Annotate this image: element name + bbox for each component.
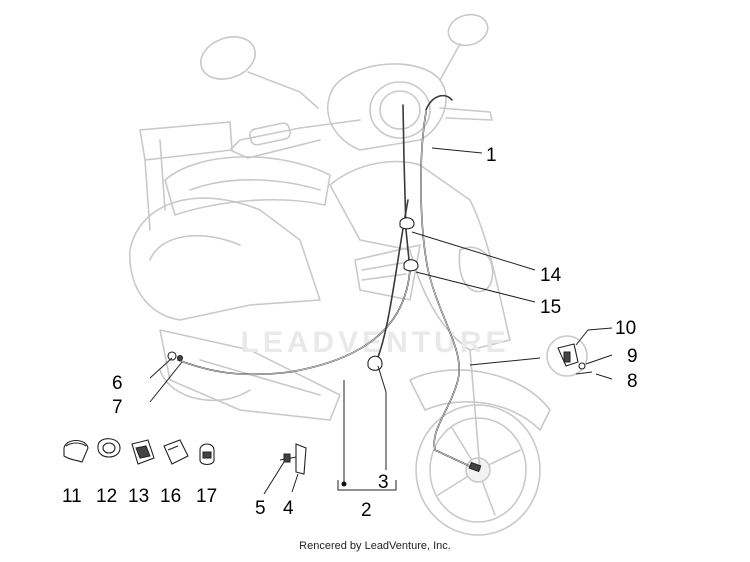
callout-15: 15 (540, 297, 561, 318)
scooter-outline (129, 13, 551, 536)
callout-1: 1 (486, 145, 497, 166)
callout-11: 11 (62, 486, 82, 507)
leader-lines (149, 147, 613, 495)
callout-2: 2 (361, 500, 372, 521)
cables (177, 94, 479, 471)
callout-13: 13 (128, 486, 149, 507)
loose-parts-row (63, 438, 215, 466)
callout-8: 8 (627, 371, 638, 392)
callout-5: 5 (255, 498, 266, 519)
callout-7: 7 (112, 397, 123, 418)
callout-9: 9 (627, 346, 638, 367)
callouts: 1 14 15 10 9 8 6 7 3 2 5 4 11 12 13 16 1… (62, 145, 638, 521)
assembled-parts (167, 217, 593, 475)
callout-17: 17 (196, 486, 217, 507)
callout-3: 3 (378, 472, 389, 493)
footer-credit: Rencered by LeadVenture, Inc. (299, 540, 451, 552)
callout-12: 12 (96, 486, 117, 507)
watermark: LEADVENTURE (240, 326, 509, 359)
callout-10: 10 (615, 318, 636, 339)
callout-4: 4 (283, 498, 294, 519)
callout-2-dot (341, 481, 347, 487)
callout-16: 16 (160, 486, 181, 507)
callout-6: 6 (112, 373, 123, 394)
callout-14: 14 (540, 265, 562, 286)
